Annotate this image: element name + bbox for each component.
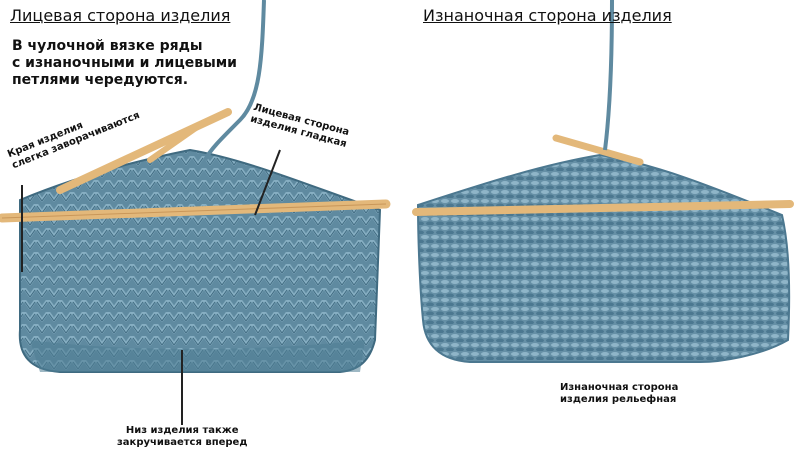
right-swatch — [416, 153, 791, 363]
right-needle — [412, 134, 794, 216]
bottom-curls-callout-line-1: Низ изделия также — [125, 425, 239, 436]
purl-textured-callout-line-2: изделия рельефная — [560, 394, 677, 405]
intro-line-3: петлями чередуются. — [12, 72, 189, 88]
intro-text: В чулочной вязке ряды с изнаночными и ли… — [12, 38, 237, 89]
purl-textured-callout-line-1: Изнаночная сторона — [560, 382, 679, 393]
bottom-curls-callout: Низ изделия также закручивается вперед — [117, 425, 247, 449]
intro-line-2: с изнаночными и лицевыми — [12, 55, 237, 71]
face-leader-line — [254, 149, 281, 216]
right-yarn-strand — [603, 0, 614, 151]
bottom-curls-callout-line-2: закручивается вперед — [117, 437, 248, 448]
left-needles — [0, 108, 391, 223]
intro-line-1: В чулочной вязке ряды — [12, 38, 203, 54]
left-title: Лицевая сторона изделия — [10, 6, 231, 25]
purl-textured-callout: Изнаночная сторона изделия рельефная — [560, 382, 678, 406]
right-title: Изнаночная сторона изделия — [423, 6, 672, 25]
left-yarn-strand — [203, 0, 266, 161]
